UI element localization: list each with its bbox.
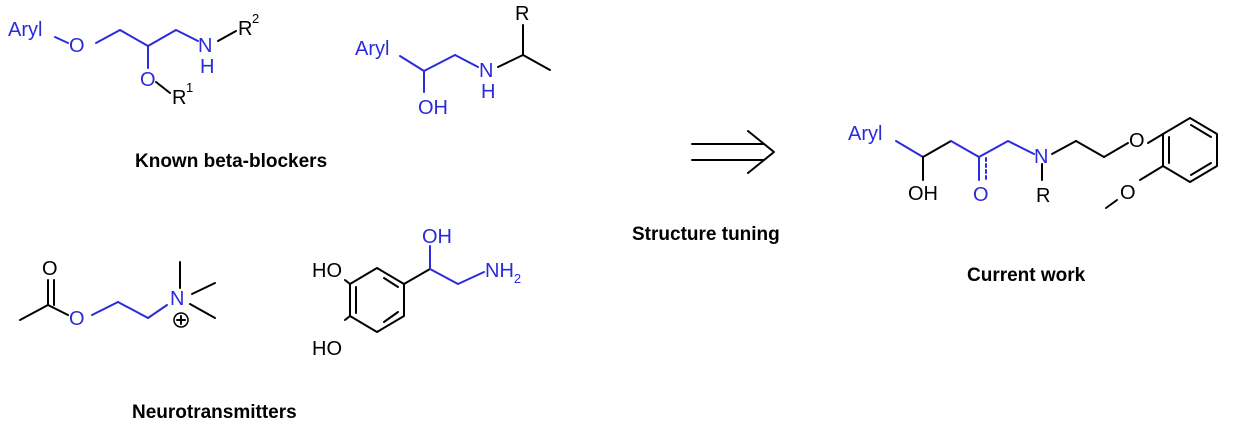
hydrogen-label: H	[481, 81, 495, 103]
retrosynthesis-arrow-icon	[691, 130, 775, 174]
arrow-head	[747, 130, 775, 174]
caption-structure-tuning: Structure tuning	[632, 224, 780, 245]
hydroxyl-label: OH	[418, 97, 448, 119]
aryl-label: Aryl	[8, 19, 42, 41]
bond	[950, 140, 980, 158]
carbonyl-oxygen-label: O	[42, 258, 58, 280]
positive-charge-icon	[173, 312, 189, 328]
bond	[217, 30, 237, 42]
bond	[175, 29, 199, 42]
ether-oxygen-label: O	[1129, 130, 1145, 152]
bond	[895, 140, 924, 158]
nitrogen-label: N	[198, 35, 212, 57]
bond	[191, 282, 216, 295]
bond	[1190, 124, 1212, 138]
bond	[497, 54, 524, 68]
bond	[54, 36, 69, 44]
acetylcholine-structure: O O N	[19, 258, 216, 330]
ammonium-nitrogen-label: N	[170, 288, 184, 310]
r2-superscript: 2	[252, 11, 259, 26]
caption-known-beta-blockers: Known beta-blockers	[135, 151, 327, 172]
bond	[1007, 140, 1035, 155]
bond	[344, 279, 351, 285]
aryl-label: Aryl	[848, 123, 882, 145]
bond	[95, 29, 121, 44]
ester-oxygen-label: O	[69, 308, 85, 330]
r2-label: R	[238, 18, 252, 40]
oxygen-label: O	[140, 69, 156, 91]
bond	[1075, 140, 1105, 158]
bond	[423, 54, 456, 72]
nitrogen-label: N	[1034, 146, 1048, 168]
bond	[344, 315, 351, 321]
benzene-ring	[1162, 117, 1218, 183]
amine-label: NH2	[485, 260, 521, 286]
beta-blocker-2-structure: Aryl OH N H R	[355, 3, 551, 119]
bond	[155, 81, 171, 94]
caption-current-work: Current work	[967, 265, 1086, 286]
bond	[978, 140, 1009, 158]
bond	[922, 140, 952, 158]
bond	[399, 55, 425, 72]
bond	[119, 29, 149, 47]
r1-superscript: 1	[186, 80, 193, 95]
bond	[1105, 199, 1118, 209]
bond	[189, 303, 216, 319]
bond	[147, 29, 177, 47]
bond	[1190, 162, 1212, 176]
nh-label: NH	[485, 260, 514, 282]
bond	[1147, 133, 1164, 144]
bond	[383, 311, 399, 323]
hydrogen-label: H	[200, 56, 214, 78]
bond	[147, 304, 168, 319]
r-label: R	[1036, 185, 1050, 207]
methoxy-oxygen-label: O	[1120, 182, 1136, 204]
aryl-label: Aryl	[355, 38, 389, 60]
bond	[403, 268, 431, 285]
hydroxyl-label: HO	[312, 338, 342, 360]
bond	[457, 271, 485, 285]
current-work-structure: Aryl OH O N R O O	[848, 117, 1218, 209]
hydroxyl-label: HO	[312, 260, 342, 282]
hydroxyl-label: OH	[908, 183, 938, 205]
caption-neurotransmitters: Neurotransmitters	[132, 402, 297, 423]
beta-blocker-1-structure: Aryl O N H R 2 O R 1	[8, 11, 259, 109]
r-label: R	[515, 3, 529, 25]
nh2-subscript: 2	[514, 271, 521, 286]
bond	[1051, 140, 1077, 155]
bond	[19, 304, 49, 321]
bond	[429, 268, 459, 285]
bond	[91, 301, 119, 316]
bond	[522, 54, 551, 71]
bond	[383, 277, 399, 288]
hydroxyl-label: OH	[422, 226, 452, 248]
bond	[1139, 165, 1164, 181]
oxygen-label: O	[69, 35, 85, 57]
bond	[454, 54, 479, 68]
nitrogen-label: N	[479, 60, 493, 82]
norepinephrine-structure: HO HO OH NH2	[312, 226, 521, 360]
bond	[1103, 142, 1129, 158]
bond	[117, 301, 149, 319]
r1-label: R	[172, 87, 186, 109]
benzene-ring	[349, 267, 405, 333]
carbonyl-oxygen-label: O	[973, 184, 989, 206]
bond	[47, 304, 69, 316]
